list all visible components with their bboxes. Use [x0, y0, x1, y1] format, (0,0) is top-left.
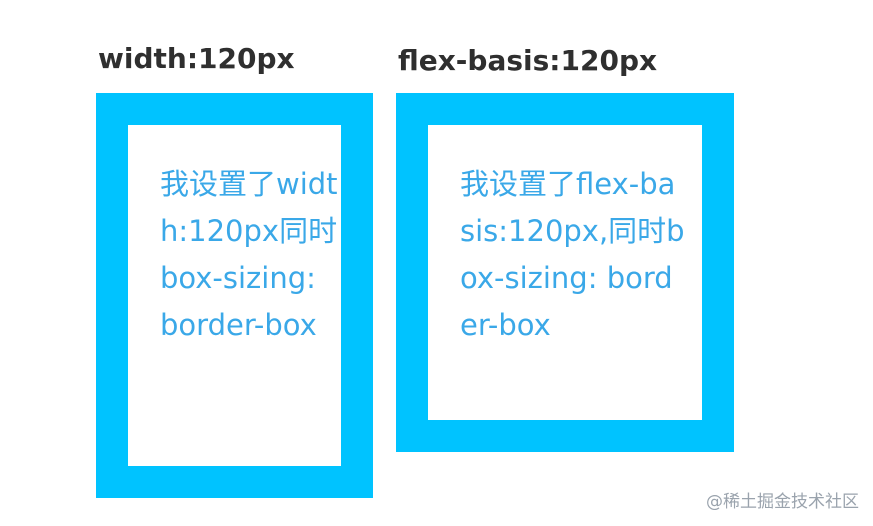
flex-basis-demo-box: 我设置了flex-basis:120px,同时box-sizing: borde…: [396, 93, 734, 452]
width-demo-text: 我设置了width:120px同时box-sizing: border-box: [160, 167, 338, 342]
width-demo-box: 我设置了width:120px同时box-sizing: border-box: [96, 93, 373, 498]
width-demo-title: width:120px: [98, 42, 295, 75]
flex-basis-demo-text: 我设置了flex-basis:120px,同时box-sizing: borde…: [460, 167, 685, 342]
site-watermark: @稀土掘金技术社区: [706, 492, 859, 512]
width-demo-content-area: 我设置了width:120px同时box-sizing: border-box: [128, 125, 341, 466]
flex-basis-demo-title: flex-basis:120px: [398, 44, 658, 77]
flex-basis-demo-content-area: 我设置了flex-basis:120px,同时box-sizing: borde…: [428, 125, 702, 420]
